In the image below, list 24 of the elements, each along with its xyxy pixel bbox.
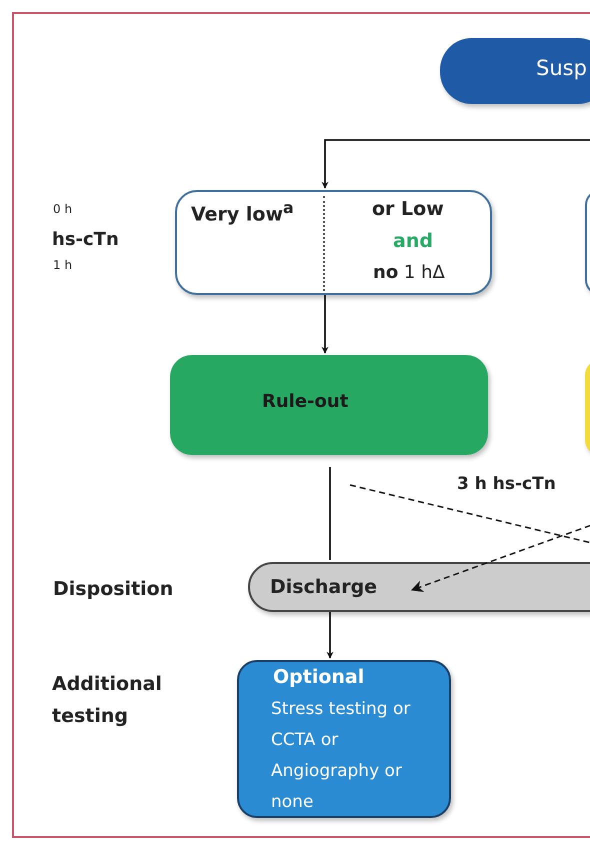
connector-line	[329, 467, 331, 560]
box-title: Rule-out	[262, 391, 348, 412]
row-label: Additional testing	[52, 672, 163, 729]
arrow	[326, 612, 334, 659]
row-label: Disposition	[53, 578, 174, 600]
row-label: hs-cTn	[52, 229, 119, 250]
rule-out-box	[170, 355, 488, 455]
connector-line	[350, 484, 590, 546]
criteria-box	[175, 190, 492, 295]
test-options: Stress testing or CCTA or Angiography or none	[271, 694, 436, 818]
disposition-band	[248, 562, 590, 612]
criteria-text: Very low$^{a}$	[191, 198, 294, 226]
start-box	[440, 38, 590, 104]
criteria-text: or Low	[372, 198, 444, 220]
box-title: Susp	[536, 56, 587, 80]
band-label: Discharge	[270, 576, 378, 598]
time-label: 0 h	[53, 202, 72, 216]
time-label: 1 h	[53, 258, 72, 272]
criteria-text: no 1 hΔ	[373, 262, 445, 283]
arrow	[322, 139, 590, 189]
box-title: Optional	[273, 666, 364, 688]
arrow	[322, 295, 328, 354]
testing-box	[237, 660, 451, 818]
criteria-text: and	[393, 230, 433, 252]
